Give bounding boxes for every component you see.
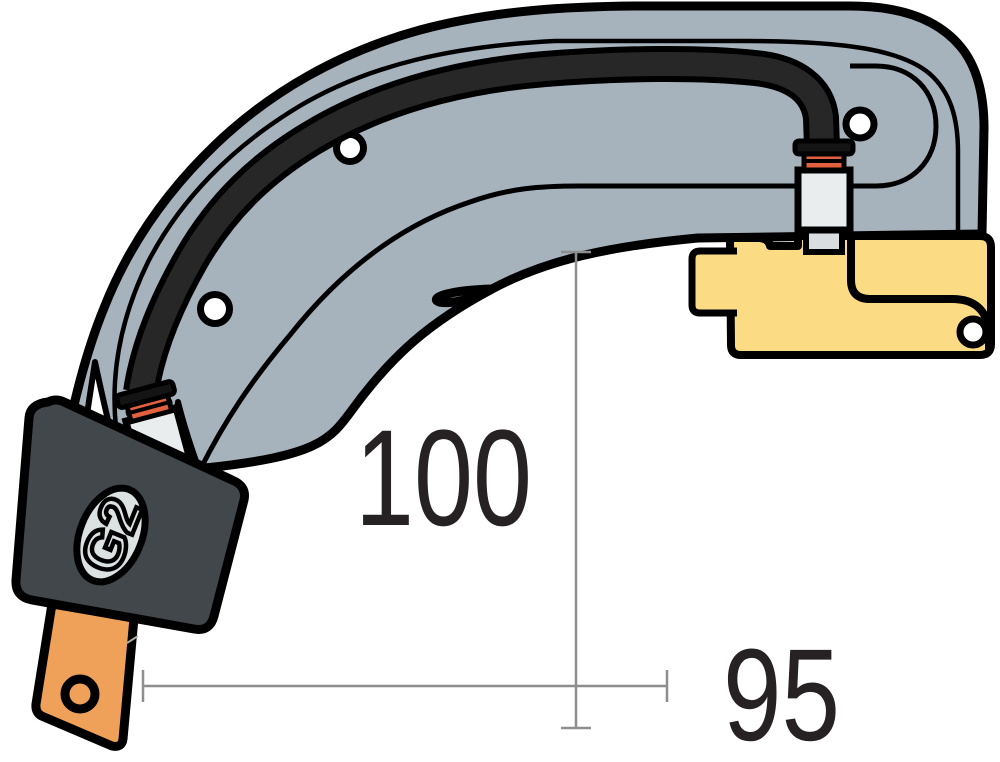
water-hose-fill <box>129 51 834 394</box>
arm-hole-top-right <box>842 106 878 142</box>
fitting-right-nut <box>792 138 856 157</box>
water-hose <box>123 45 840 395</box>
fitting-left-nut <box>114 379 177 410</box>
fitting-right-body <box>794 166 854 234</box>
mounting-block-inner-contour <box>847 238 993 352</box>
mounting-block-tab <box>688 247 737 317</box>
small-gap-mark <box>126 635 139 644</box>
mounting-block <box>688 232 995 359</box>
arm-inner-edge-line <box>112 38 961 429</box>
arm-hole-lower <box>197 291 233 327</box>
electrode-holder: G2 <box>11 395 249 634</box>
horizontal-dimension-label: 95 <box>723 621 840 762</box>
hose-channel-contour <box>197 63 939 472</box>
fitting-left-oring-groove <box>125 399 173 416</box>
electrode-tip-hole <box>60 674 100 714</box>
fitting-right <box>792 138 856 255</box>
vertical-dimension-label: 100 <box>355 402 532 555</box>
horizontal-dimension <box>141 670 669 702</box>
electrode-tip <box>31 599 139 751</box>
gun-arm-body <box>59 1 989 485</box>
vertical-dimension <box>561 250 591 730</box>
mounting-block-hole <box>956 315 990 349</box>
holder-badge <box>73 484 149 586</box>
